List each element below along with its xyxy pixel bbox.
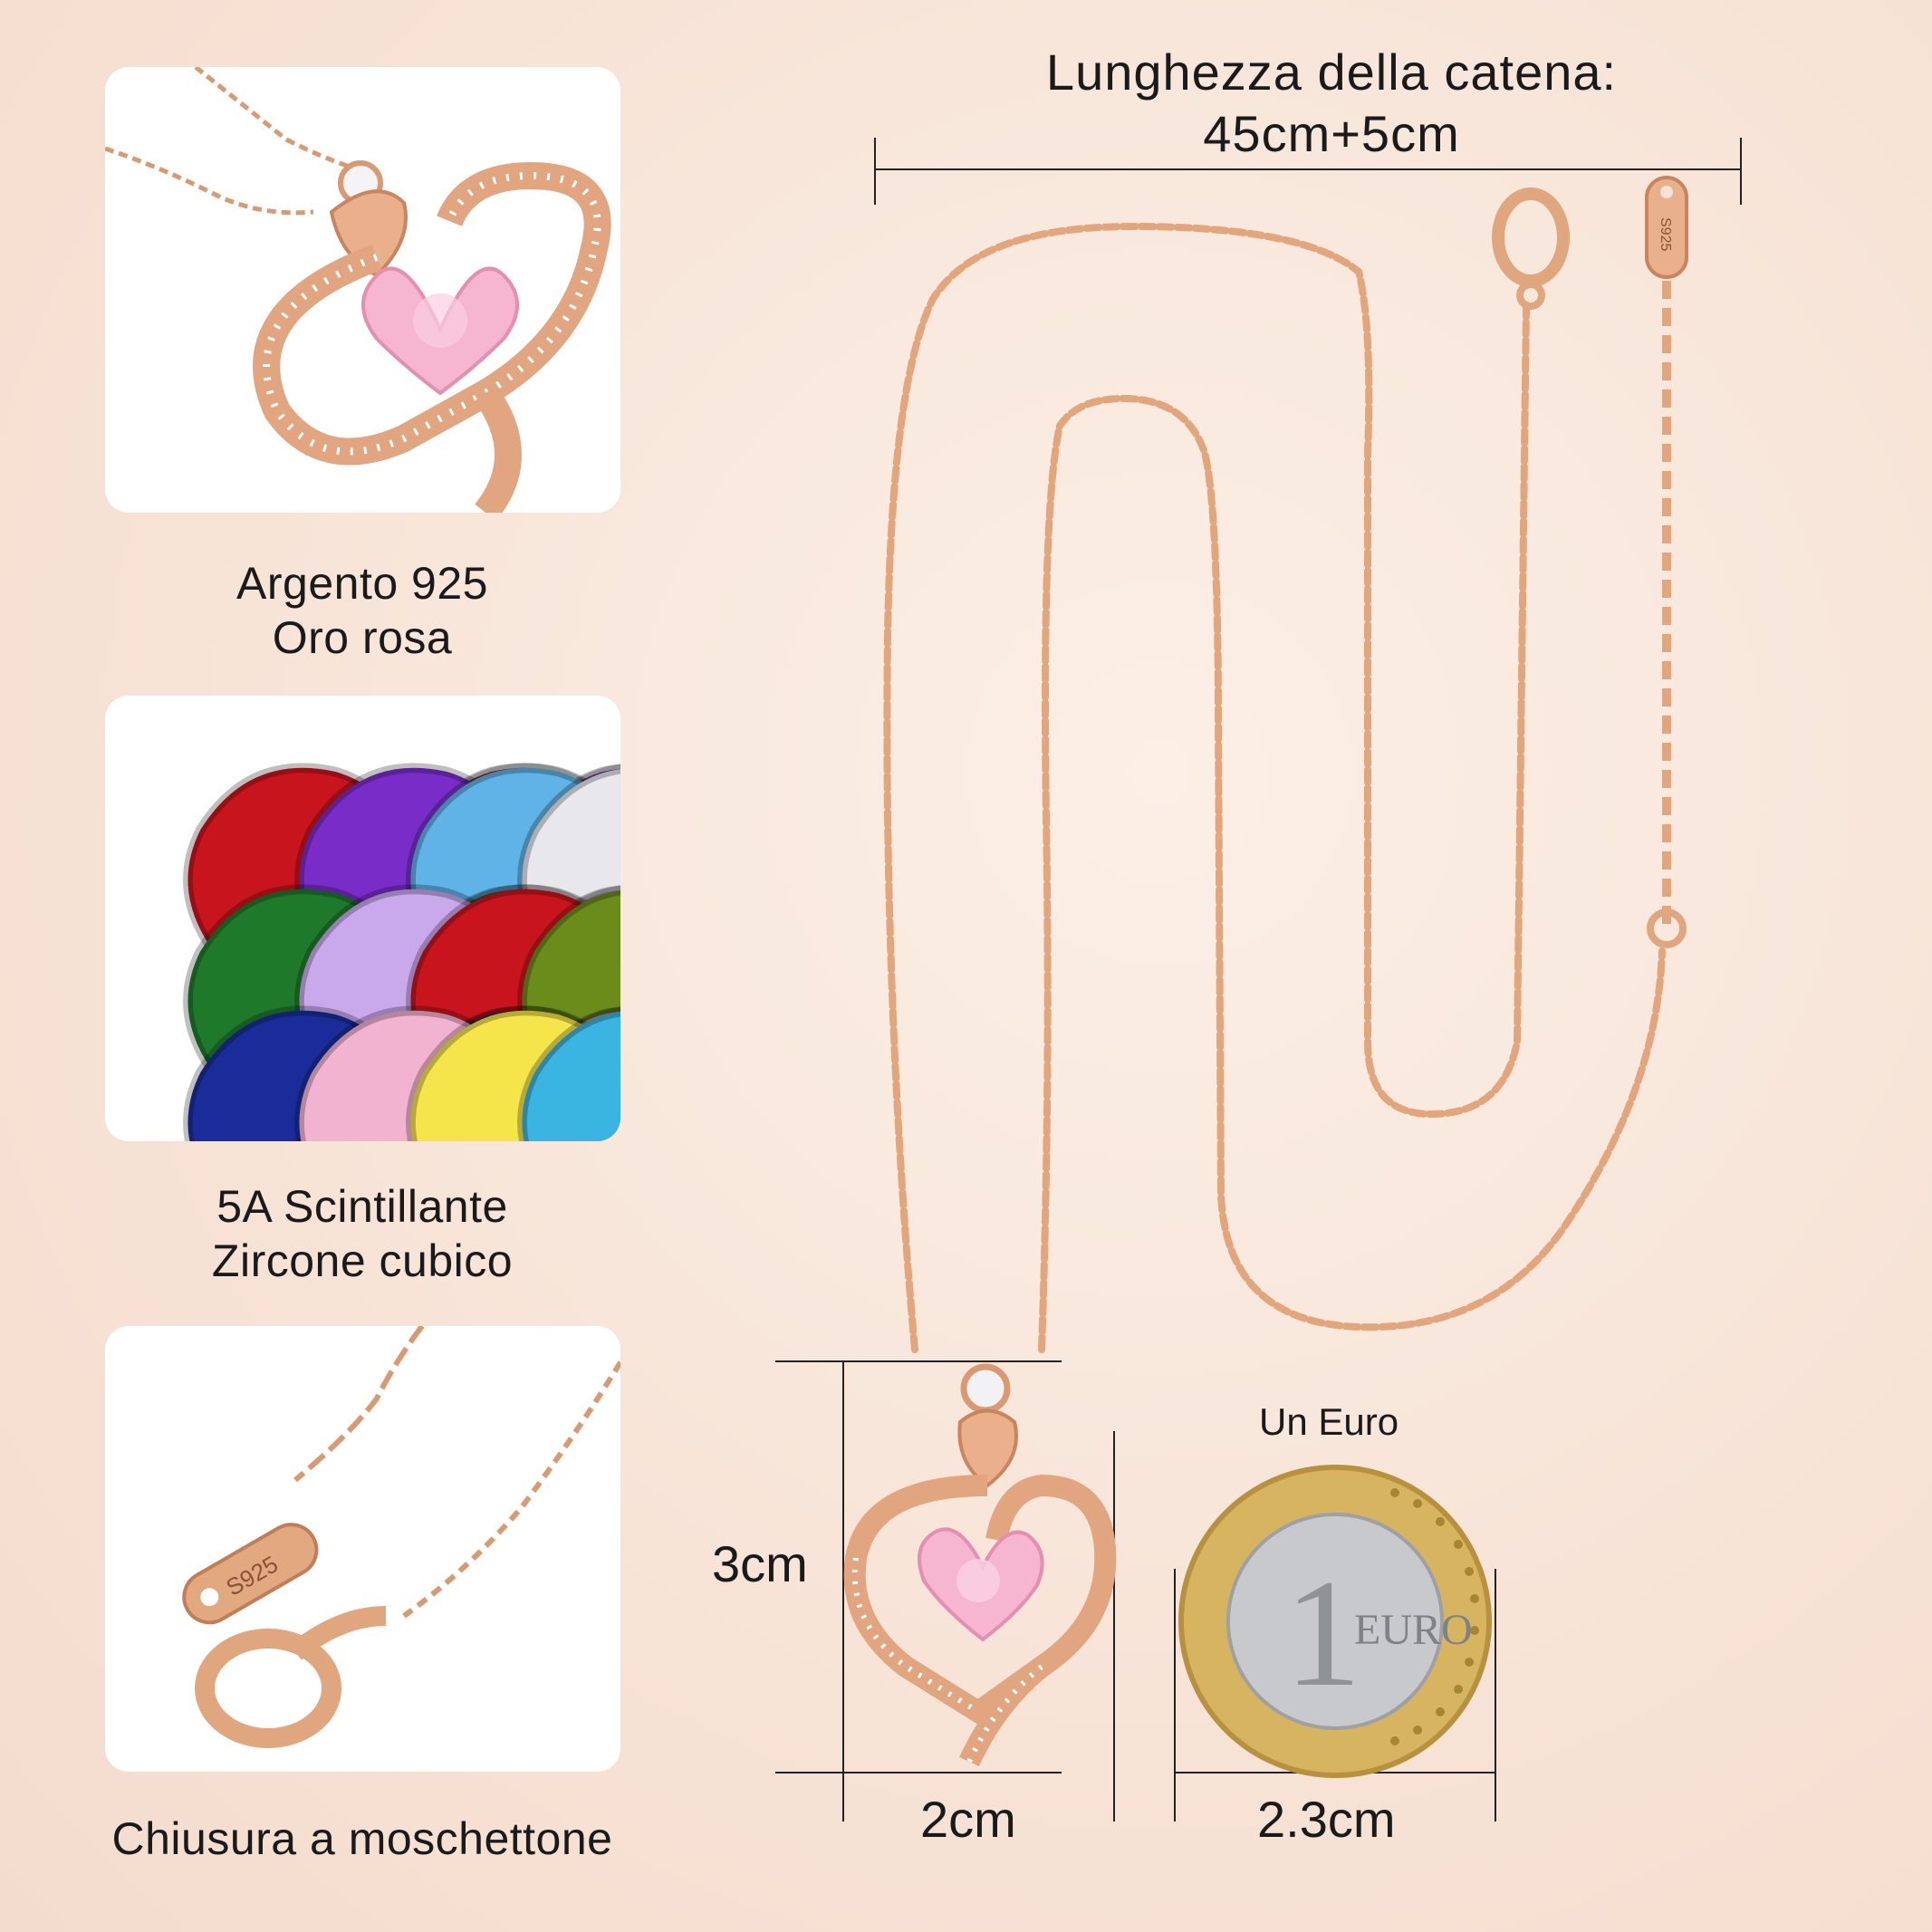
chain-length-title: Lunghezza della catena: — [1045, 43, 1618, 101]
stone-line1: 5A Scintillante — [216, 1181, 508, 1232]
chain-length-value: 45cm+5cm — [1203, 105, 1460, 162]
coin-euro-text: EURO — [1354, 1606, 1473, 1654]
pendant-height-label: 3cm — [712, 1535, 808, 1592]
material-line1: Argento 925 — [236, 558, 488, 609]
coin-label: Un Euro — [1259, 1400, 1399, 1443]
coin-width-label: 2.3cm — [1257, 1791, 1396, 1848]
pendant-width-label: 2cm — [920, 1791, 1016, 1848]
material-caption: Argento 925 Oro rosa — [181, 556, 543, 665]
clasp-caption: Chiusura a moschettone — [72, 1812, 652, 1866]
coin-digit: 1 — [1284, 1548, 1361, 1718]
clasp-closeup-image: S925 — [105, 1326, 620, 1772]
stamp-text-main: S925 — [1658, 217, 1673, 251]
material-line2: Oro rosa — [272, 612, 453, 663]
stone-caption: 5A Scintillante Zircone cubico — [163, 1179, 562, 1288]
pendant-closeup-image — [105, 67, 620, 513]
heart-gem-icon — [517, 1006, 620, 1141]
stone-line2: Zircone cubico — [211, 1235, 514, 1286]
gemstone-colors-card — [105, 696, 620, 1141]
clasp-line1: Chiusura a moschettone — [111, 1813, 613, 1864]
